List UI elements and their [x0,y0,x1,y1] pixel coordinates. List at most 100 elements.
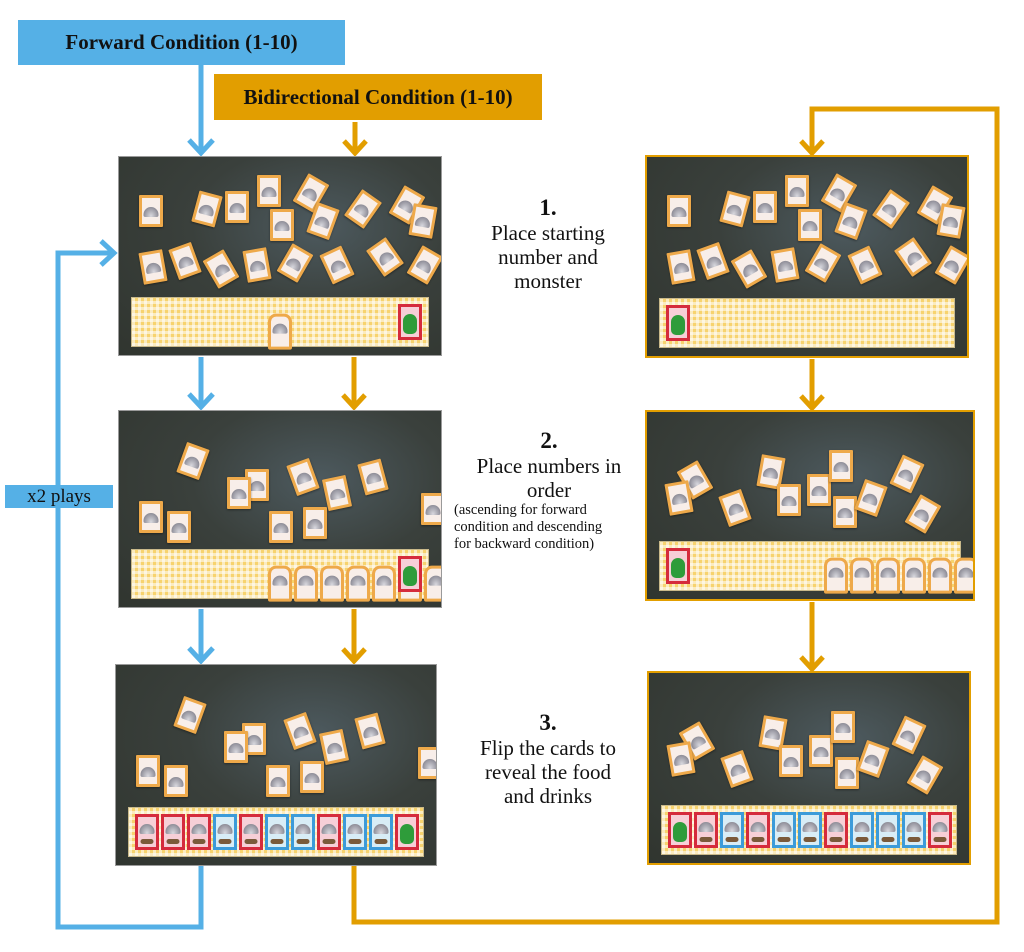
cloche-icon [183,454,202,470]
cloche-icon [764,727,782,741]
drink-icon [270,839,284,844]
cloche-icon [325,741,343,755]
number-card-in-line [320,565,344,602]
number-card-in-line [424,565,441,602]
drink-icon [725,837,739,842]
step-text-line: and drinks [503,784,593,808]
number-card-facedown [804,243,842,283]
drink-card-revealed [343,814,367,850]
number-card-facedown [173,695,207,735]
cloche-icon [272,575,288,586]
cloche-icon [672,753,690,767]
cloche-icon [272,323,288,334]
cloche-icon [198,203,216,217]
number-card-facedown [891,715,927,755]
cloche-icon [854,567,870,578]
cloche-icon [863,752,882,768]
photo-forward-step1 [118,156,442,356]
cloche-icon [143,207,159,217]
cloche-icon [140,767,156,777]
number-card-facedown [904,494,942,534]
food-card-revealed [161,814,185,850]
number-card-in-line [850,557,874,594]
number-card-facedown [798,209,822,241]
step-note-line: for backward condition) [454,536,595,552]
number-card-facedown [168,241,202,281]
food-card-revealed [135,814,159,850]
cloche-icon [813,255,832,272]
cloche-icon [414,215,432,229]
number-card-facedown [719,190,751,228]
cloche-icon [671,207,687,217]
number-card-facedown [357,458,389,496]
drink-card-revealed [369,814,393,850]
food-card-revealed [824,812,848,848]
food-icon [166,839,180,844]
step-text-line: reveal the food [485,760,611,784]
number-card-facedown [785,175,809,207]
cloche-icon [811,486,827,496]
cloche-icon [328,487,346,501]
number-card-in-line [824,557,848,594]
step-text-line: Place numbers in [476,454,622,478]
number-card-facedown [406,245,441,285]
green-monster-icon [671,314,685,335]
number-card-facedown [138,249,168,285]
number-card-facedown [777,484,801,516]
step-note-line: (ascending for forward [454,502,587,518]
cloche-icon [672,261,690,275]
cloche-icon [881,201,900,219]
number-card-facedown [666,249,696,285]
cloche-icon [899,728,918,744]
forward-arrow-step2-to-step3 [187,609,215,665]
drink-card-revealed [291,814,315,850]
cloche-icon [176,254,195,270]
number-card-facedown [321,474,353,512]
number-card-in-line [876,557,900,594]
cloche-icon [841,214,860,230]
green-monster-icon [403,313,417,334]
gingham-number-line [659,541,973,594]
number-card-facedown [257,175,281,207]
cloche-icon [171,523,187,533]
number-card-facedown [906,755,944,795]
number-card-facedown [421,493,441,525]
cloche-icon [835,723,851,733]
cloche-icon [958,567,973,578]
forward-condition-label: Forward Condition (1-10) [18,20,345,65]
number-card-facedown [779,745,803,777]
number-card-facedown [829,450,853,482]
step-text-line: Place starting [491,221,605,245]
number-card-facedown [730,249,768,289]
drink-card-revealed [876,812,900,848]
number-card-facedown [856,739,890,779]
number-card-facedown [847,245,883,285]
cloche-icon [932,567,948,578]
cloche-icon [906,822,922,833]
step-1-description: 1. Place starting number and monster [458,195,638,293]
cloche-icon [776,259,794,273]
monster-card [398,304,422,340]
step-text-line: number and [498,245,598,269]
cloche-icon [165,824,181,835]
number-card-in-line [372,565,396,602]
cloche-icon [425,505,441,515]
number-card-facedown [164,765,188,797]
step-text-line: Flip the cards to [480,736,616,760]
cloche-icon [904,249,923,267]
cloche-icon [854,822,870,833]
cloche-icon [698,822,714,833]
cloche-icon [350,575,366,586]
drink-icon [348,839,362,844]
number-card-facedown [202,249,240,289]
gingham-number-line [131,297,429,350]
cloche-icon [321,824,337,835]
cloche-icon [301,185,320,202]
number-card-facedown [266,765,290,797]
cloche-icon [304,773,320,783]
number-card-facedown [242,247,272,283]
cloche-icon [789,187,805,197]
number-card-facedown [871,189,911,229]
number-card-facedown [408,203,438,239]
food-icon [751,837,765,842]
